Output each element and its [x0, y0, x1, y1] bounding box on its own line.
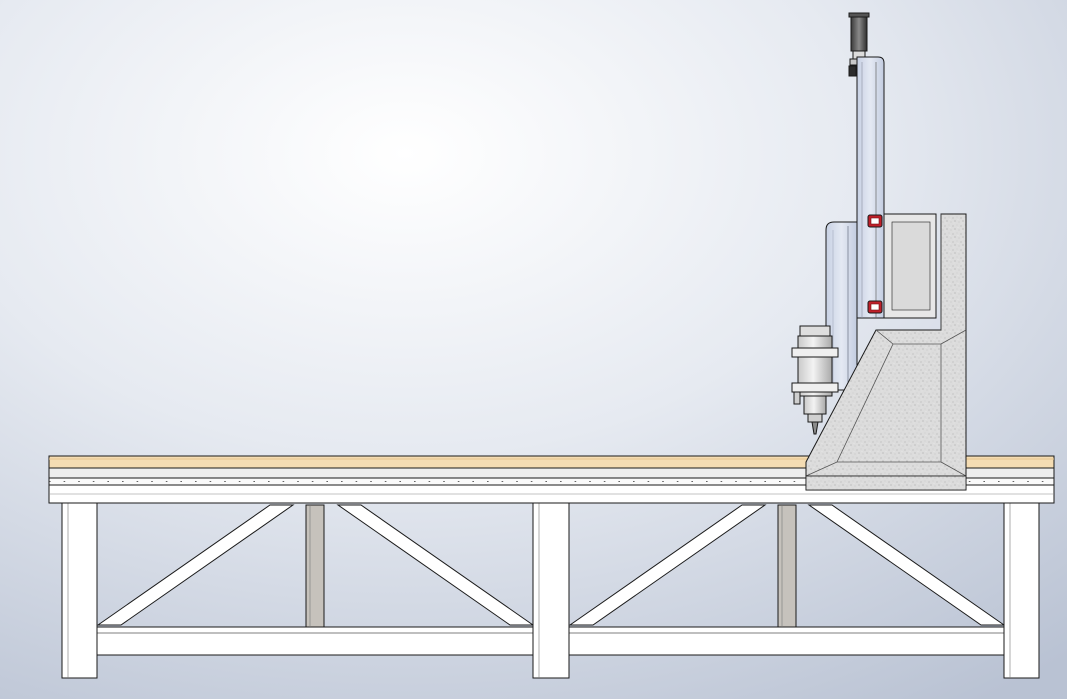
z-axis-assembly: [791, 12, 937, 435]
table-frame: [61, 502, 1040, 679]
center-post-left: [305, 504, 325, 628]
gantry-side-plate: [805, 213, 967, 491]
z-plate-tall: [856, 56, 885, 319]
leg-left: [61, 502, 98, 679]
gantry-foot: [805, 475, 967, 491]
table-top: [48, 455, 1055, 504]
router-bit: [811, 421, 819, 435]
center-post-right: [777, 504, 797, 628]
spindle-clamp-bottom: [791, 382, 839, 393]
leg-right: [1003, 502, 1040, 679]
brace-right-a: [568, 504, 767, 626]
brace-left-a: [96, 504, 295, 626]
brace-left-b: [336, 504, 535, 626]
spindle-clamp-top: [791, 347, 839, 358]
spindle-nose: [803, 395, 827, 415]
brace-right-b: [807, 504, 1006, 626]
z-motor-body: [850, 12, 868, 52]
spindle-cap: [799, 325, 831, 337]
leg-middle: [532, 502, 570, 679]
